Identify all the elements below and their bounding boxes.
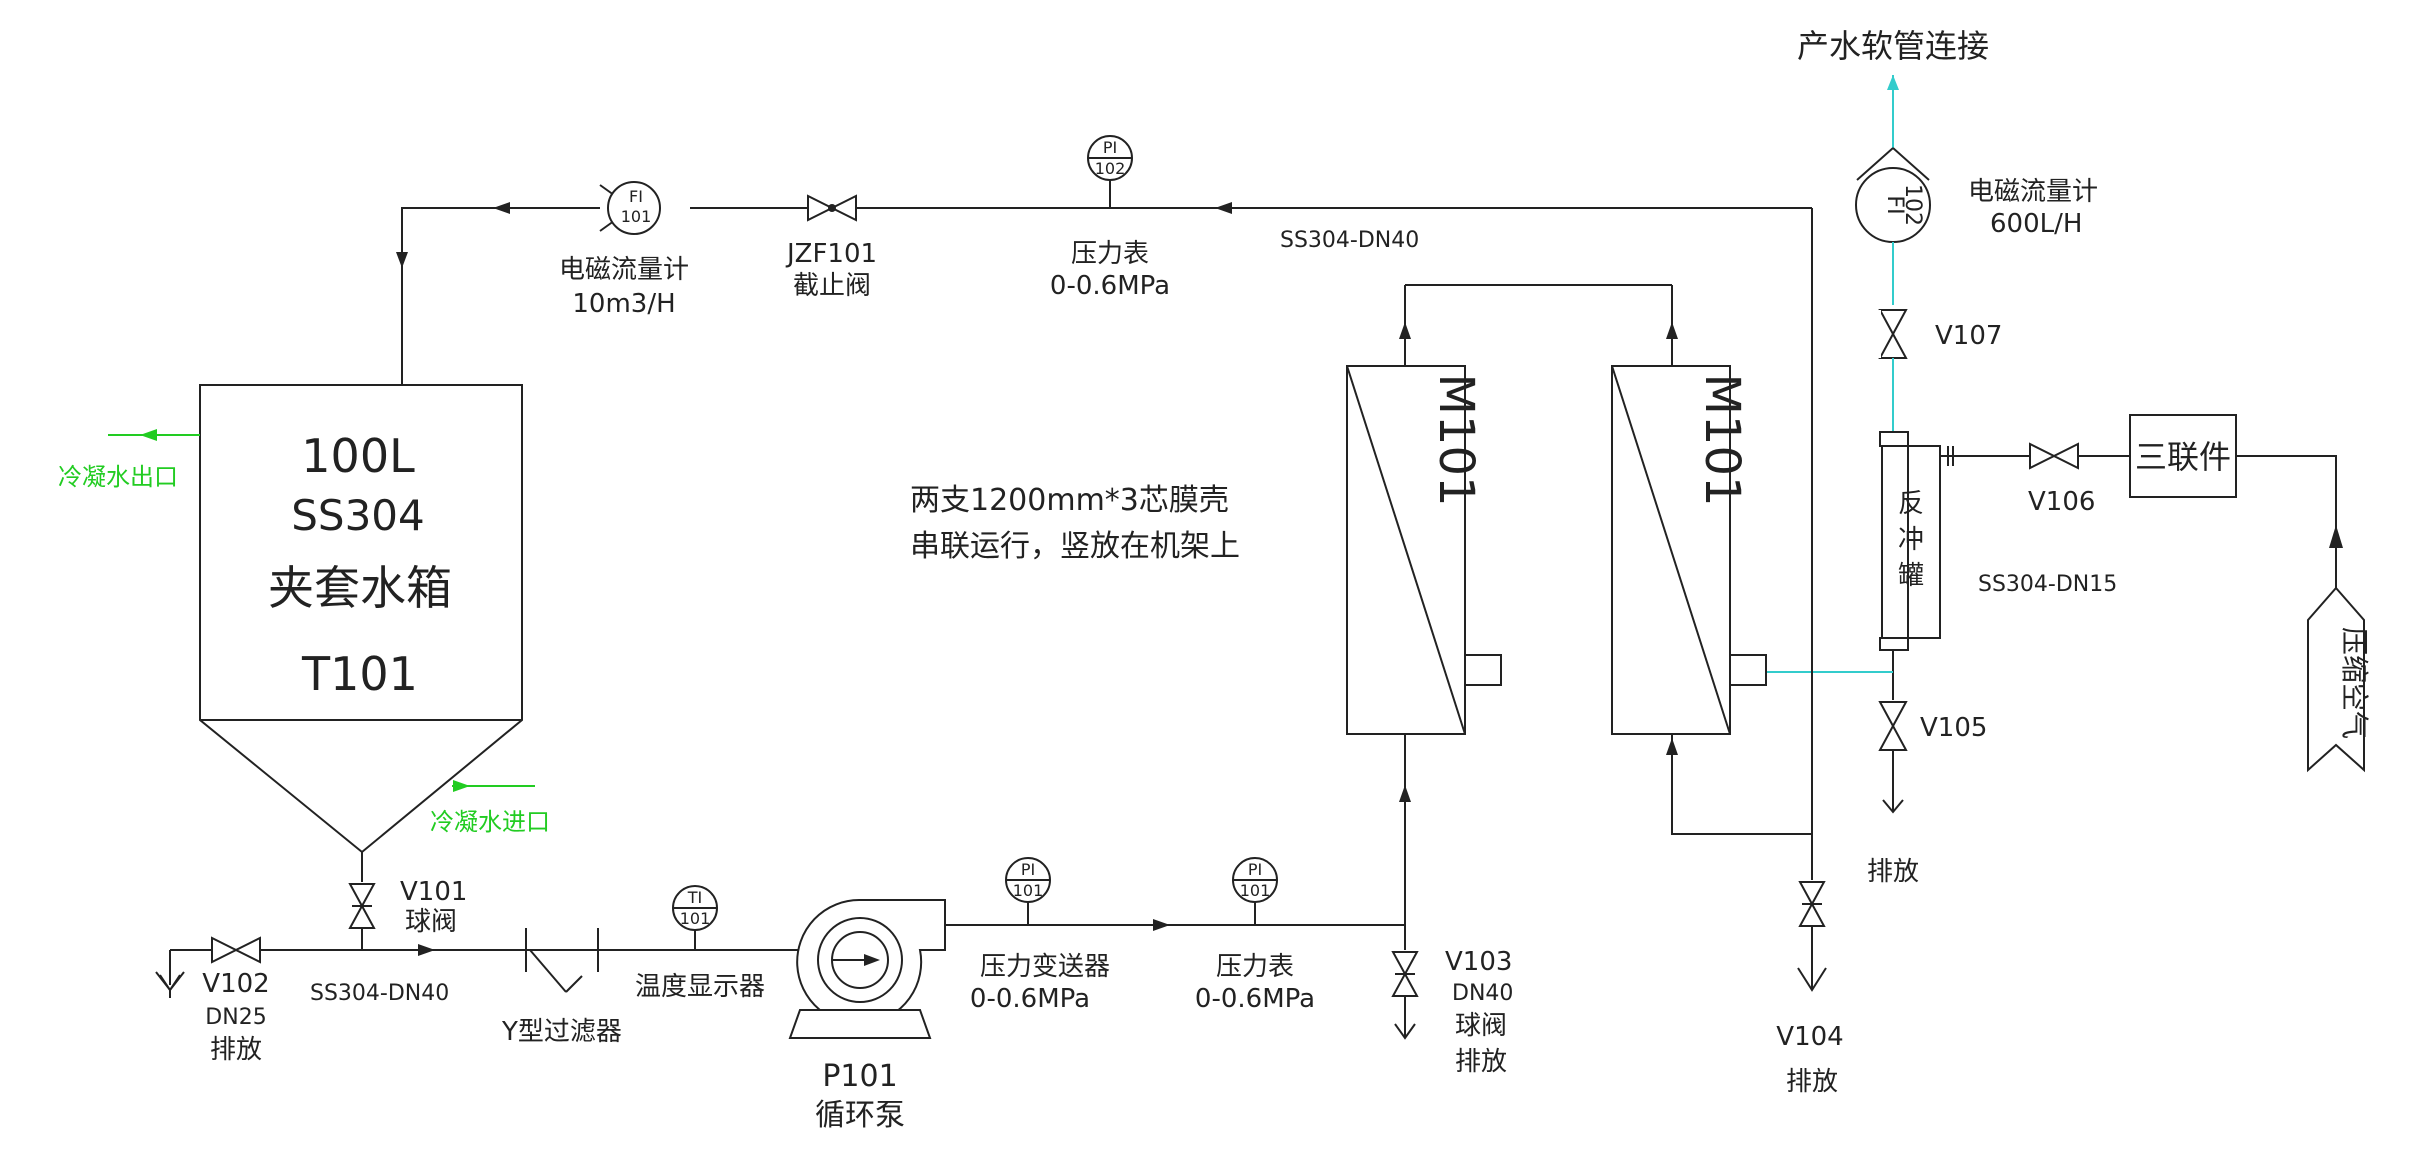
pi101a-range: 0-0.6MPa — [970, 984, 1090, 1014]
air-arrow — [2329, 525, 2343, 548]
v103-size: DN40 — [1452, 981, 1513, 1006]
compressed-air-label: 压缩空气 — [2338, 627, 2371, 739]
backflush-char2: 冲 — [1898, 525, 1924, 555]
pi101-transmitter — [1005, 857, 1051, 903]
v105-drain-symbol — [1882, 799, 1904, 814]
return-pipe-size: SS304-DN40 — [1280, 228, 1419, 253]
compressed-air-flag — [2307, 586, 2365, 773]
v103-valve — [1391, 951, 1419, 997]
v104-drain-symbol — [1797, 967, 1827, 992]
tank-line1: 100L — [301, 429, 415, 483]
backflush-tank — [1879, 431, 1941, 651]
membrane-m1-label: M101 — [1428, 373, 1484, 506]
fi101-range: 10m3/H — [572, 289, 675, 319]
coolant-inlet-label: 冷凝水进口 — [430, 808, 550, 836]
membrane-m101-right — [1611, 365, 1767, 735]
pi101b-tag1: PI — [1248, 860, 1262, 879]
fi102-range: 600L/H — [1990, 209, 2082, 239]
v105-drain-label: 排放 — [1867, 857, 1919, 887]
triple-unit-label: 三联件 — [2135, 438, 2231, 476]
v103-type: 球阀 — [1455, 1011, 1507, 1041]
fi102-flowmeter: FI 102 — [1855, 147, 1931, 243]
ti101-gauge — [672, 885, 718, 931]
fi102-tag2: 102 — [1900, 184, 1925, 226]
v102-size: DN25 — [205, 1005, 266, 1030]
ti101-tag1: TI — [687, 888, 703, 907]
v106-tag: V106 — [2028, 487, 2095, 517]
triple-unit-box — [2129, 414, 2237, 498]
v104-tag: V104 — [1776, 1022, 1843, 1052]
pi101b-name: 压力表 — [1216, 952, 1294, 982]
suction-pipe-size: SS304-DN40 — [310, 981, 449, 1006]
v102-valve — [211, 936, 261, 964]
fi101-name: 电磁流量计 — [559, 255, 689, 285]
backflush-char3: 罐 — [1898, 561, 1924, 591]
pump-p101 — [788, 898, 946, 1039]
pi102-tag1: PI — [1103, 138, 1117, 157]
v103-tag: V103 — [1445, 947, 1512, 977]
tank-t101 — [199, 384, 523, 854]
fi102-tag1: FI — [1882, 195, 1907, 214]
pi101-gauge — [1232, 857, 1278, 903]
v101-tag: V101 — [400, 877, 467, 907]
tank-line3: 夹套水箱 — [268, 561, 452, 615]
v103-name: 排放 — [1455, 1047, 1507, 1077]
membrane-m101-left — [1346, 365, 1502, 735]
v102-name: 排放 — [210, 1035, 262, 1065]
membrane-note-2: 串联运行，竖放在机架上 — [910, 529, 1240, 564]
membrane-m2-label: M101 — [1694, 373, 1750, 506]
jzf101-tag: JZF101 — [785, 239, 877, 269]
ti101-name: 温度显示器 — [635, 972, 765, 1002]
pi101b-range: 0-0.6MPa — [1195, 984, 1315, 1014]
v107-valve — [1878, 309, 1908, 359]
pi101b-tag2: 101 — [1240, 881, 1271, 900]
outlet-arrow — [1887, 75, 1899, 90]
v102-drain-symbol — [155, 971, 185, 992]
ti101-tag2: 101 — [680, 909, 711, 928]
pi102-gauge — [1087, 135, 1133, 181]
fi101-tag1: FI — [629, 187, 643, 206]
tank-line4: T101 — [301, 647, 418, 701]
v105-tag: V105 — [1920, 713, 1987, 743]
y-filter — [525, 928, 599, 993]
y-filter-label: Y型过滤器 — [501, 1017, 622, 1047]
tank-line2: SS304 — [291, 491, 425, 540]
v104-name: 排放 — [1786, 1067, 1838, 1097]
pi101a-tag2: 101 — [1013, 881, 1044, 900]
pi101a-tag1: PI — [1021, 860, 1035, 879]
pi102-tag2: 102 — [1095, 159, 1126, 178]
pi102-name: 压力表 — [1071, 239, 1149, 269]
jzf101-name: 截止阀 — [793, 271, 871, 301]
fi102-name: 电磁流量计 — [1968, 177, 2098, 207]
backflush-char1: 反 — [1898, 489, 1924, 519]
jzf101-valve — [807, 194, 857, 222]
top-outlet-label: 产水软管连接 — [1797, 27, 1989, 65]
v101-name: 球阀 — [405, 907, 457, 937]
v105-valve — [1878, 701, 1908, 751]
pi102-range: 0-0.6MPa — [1050, 271, 1170, 301]
v103-drain-symbol — [1394, 1023, 1416, 1040]
fi101-flowmeter — [599, 181, 661, 235]
p101-tag: P101 — [822, 1059, 897, 1094]
fi101-tag2: 101 — [621, 207, 652, 226]
coolant-outlet-label: 冷凝水出口 — [58, 463, 178, 491]
p101-name: 循环泵 — [815, 1098, 905, 1133]
v102-tag: V102 — [202, 969, 269, 999]
v106-valve — [2029, 442, 2079, 470]
v104-valve — [1798, 881, 1826, 927]
air-pipe-size: SS304-DN15 — [1978, 572, 2117, 597]
membrane-note-1: 两支1200mm*3芯膜壳 — [910, 483, 1229, 518]
pi101a-name: 压力变送器 — [980, 952, 1110, 982]
v107-tag: V107 — [1935, 321, 2002, 351]
v101-valve — [348, 883, 376, 929]
